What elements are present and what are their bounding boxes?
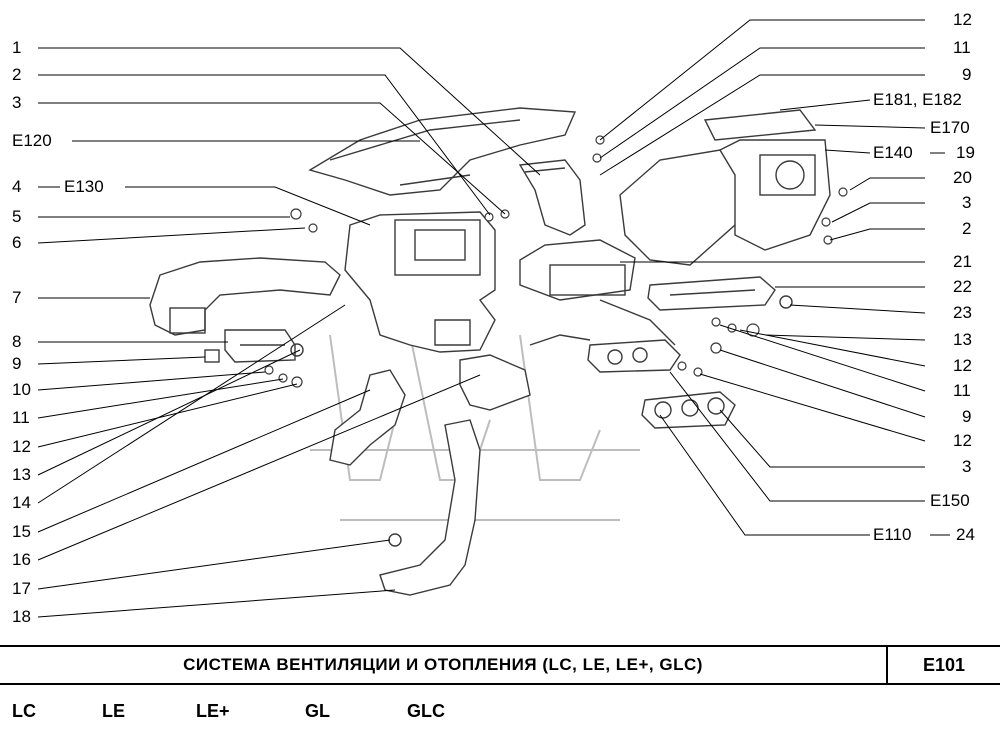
callout-right-e150: E150 [930, 491, 970, 510]
trim-le: LE [102, 701, 126, 721]
leader-lines [37, 19, 950, 618]
part-center-duct-21 [519, 239, 636, 301]
callout-right-24: 24 [956, 525, 975, 544]
part-control-panel-e150 [641, 391, 736, 429]
title-divider [886, 647, 888, 685]
callout-left-15: 15 [12, 522, 31, 541]
callout-right-12b: 12 [953, 356, 972, 375]
callout-right-12a: 12 [953, 10, 972, 29]
callout-right-12c: 12 [953, 431, 972, 450]
callout-right-13: 13 [953, 330, 972, 349]
callout-right-e110: E110 [873, 525, 912, 544]
callout-left-1: 1 [12, 38, 22, 57]
exploded-parts-diagram [37, 19, 950, 618]
callout-left-9: 9 [12, 354, 22, 373]
trim-lc: LC [12, 701, 36, 721]
part-floor-duct-16 [459, 354, 531, 411]
part-dashboard-duct [308, 107, 577, 196]
callout-right-20: 20 [953, 168, 972, 187]
callout-right-22: 22 [953, 277, 972, 296]
diagram-code: E101 [922, 655, 966, 675]
callout-left-13: 13 [12, 465, 31, 484]
callout-left-14: 14 [12, 493, 31, 512]
callout-left-11: 11 [12, 408, 30, 427]
part-floor-duct-15 [329, 369, 406, 466]
small-fasteners [264, 135, 848, 388]
callout-right-9b: 9 [962, 407, 972, 426]
callout-left-3: 3 [12, 93, 22, 112]
callout-left-17: 17 [12, 579, 31, 598]
callout-right-19: 19 [956, 143, 975, 162]
part-vent-22 [647, 276, 793, 311]
callout-right-9a: 9 [962, 65, 972, 84]
callout-left-6: 6 [12, 233, 22, 252]
callout-right-e181-e182: E181, E182 [873, 90, 962, 109]
callout-right-2: 2 [962, 219, 972, 238]
callout-right-e170: E170 [930, 118, 970, 137]
callout-left-e130: E130 [64, 177, 104, 196]
callout-left-5: 5 [12, 207, 22, 226]
trim-gl: GL [305, 701, 330, 721]
callout-right-23: 23 [953, 303, 972, 322]
part-rear-duct-18 [379, 419, 481, 596]
callout-right-3b: 3 [962, 457, 972, 476]
callout-right-11a: 11 [953, 38, 971, 57]
callout-right-e140: E140 [873, 143, 913, 162]
callout-left-16: 16 [12, 550, 31, 569]
callout-left-2: 2 [12, 65, 22, 84]
callout-left-4: 4 [12, 177, 22, 196]
part-air-duct-7 [149, 257, 341, 336]
callout-left-18: 18 [12, 607, 31, 626]
callout-right-21: 21 [953, 252, 972, 271]
callout-left-10: 10 [12, 380, 31, 399]
part-vent-8 [204, 329, 304, 363]
trim-glc: GLC [407, 701, 445, 721]
part-heater-housing [344, 211, 496, 353]
diagram-title: СИСТЕМА ВЕНТИЛЯЦИИ И ОТОПЛЕНИЯ (LC, LE, … [183, 655, 703, 674]
callout-left-7: 7 [12, 288, 22, 307]
callout-left-e120: E120 [12, 131, 52, 150]
part-blower-unit [619, 109, 831, 266]
part-control-unit [529, 299, 681, 373]
callout-left-8: 8 [12, 332, 22, 351]
callout-left-12: 12 [12, 437, 31, 456]
callout-right-11b: 11 [953, 381, 971, 400]
title-bar: СИСТЕМА ВЕНТИЛЯЦИИ И ОТОПЛЕНИЯ (LC, LE, … [0, 645, 1000, 685]
part-air-intake-1 [518, 159, 586, 236]
trim-le-plus: LE+ [196, 701, 230, 721]
callout-right-3a: 3 [962, 193, 972, 212]
